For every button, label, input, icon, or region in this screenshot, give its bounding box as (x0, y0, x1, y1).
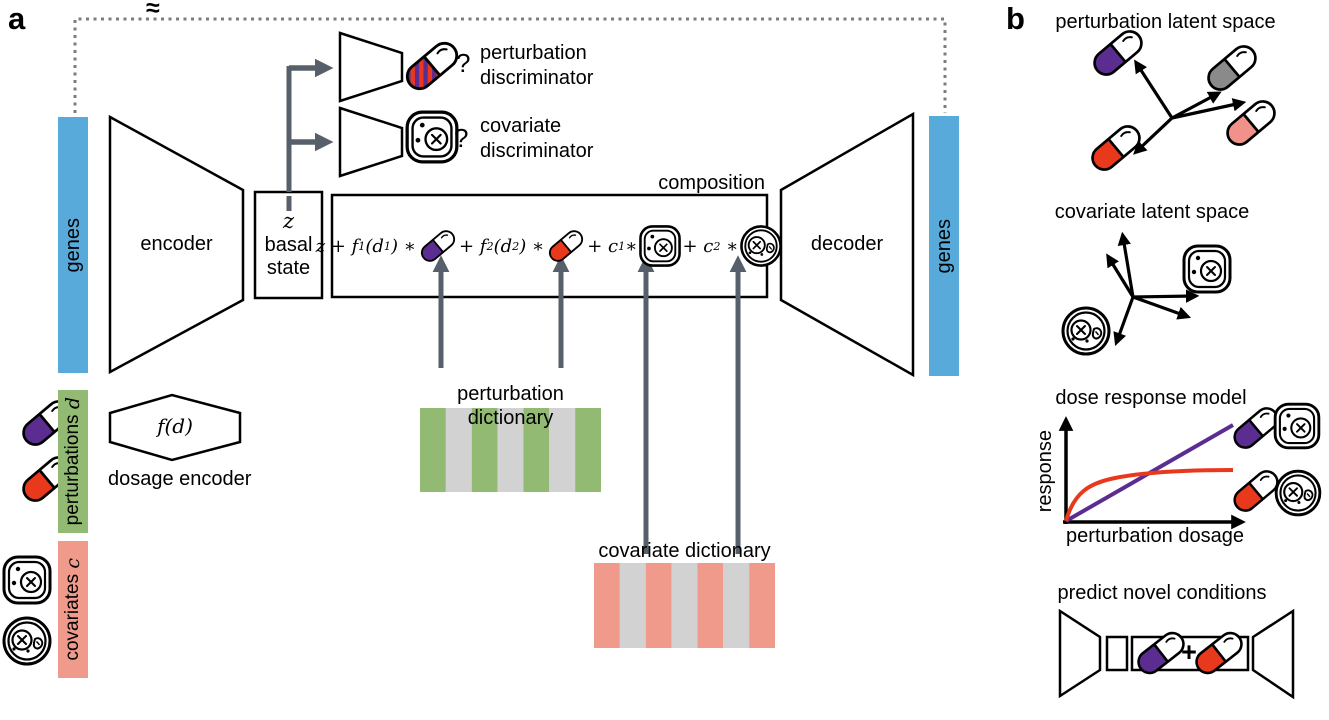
latent-to-discriminator-connector (286, 58, 334, 211)
composition-input-arrows (432, 255, 747, 554)
perturbation-discriminator-shape (338, 31, 404, 103)
perturbation-latent-space-arrows (1133, 59, 1247, 155)
square-cell-icon (1182, 244, 1232, 294)
perturbation-dictionary-matrix (420, 408, 601, 492)
pill-combination-plus: + (1181, 637, 1197, 667)
purple-pill-icon (418, 226, 458, 266)
dose-response-ylabel: response (1033, 429, 1056, 513)
saturating-dose-curve (1064, 468, 1234, 522)
perturbations-bar (58, 390, 88, 533)
dose-response-title: dose response model (1055, 387, 1247, 409)
genes-output-bar (929, 116, 959, 376)
square-cell-icon (405, 110, 459, 164)
dose-response-plot (1058, 416, 1246, 530)
square-cell-icon (2, 555, 52, 605)
reconstruction-approx-dotted-line (73, 17, 947, 113)
dose-response-xlabel: perturbation dosage (1066, 525, 1244, 547)
encoder-label: encoder (140, 233, 213, 255)
composition-label: composition (658, 172, 765, 194)
predict-novel-conditions-title: predict novel conditions (1057, 582, 1267, 604)
perturbation-discriminator-question: ? (456, 48, 471, 78)
purple-pill-icon (1088, 25, 1148, 81)
perturbation-latent-space-title: perturbation latent space (1055, 11, 1276, 33)
dosage-encoder-function: f(d) (157, 414, 193, 438)
dosage-encoder-label: dosage encoder (108, 468, 252, 490)
mini-decoder-shape (1251, 608, 1295, 700)
perturbation-discriminator-label: perturbation discriminator (480, 42, 594, 89)
square-cell-icon (639, 225, 682, 267)
covariate-latent-space-arrows (1106, 231, 1200, 347)
covariate-dictionary-label: covariate dictionary (598, 540, 771, 562)
genes-input-bar-label: genes (61, 217, 84, 273)
genes-input-bar (58, 117, 88, 373)
mini-basal-state-box (1105, 635, 1129, 672)
panel-a-label: a (8, 1, 26, 36)
z-basal-state-label: z basal state (264, 209, 313, 280)
round-cell-icon (1274, 469, 1322, 517)
approx-symbol: ≈ (146, 0, 160, 22)
square-cell-icon (1273, 402, 1321, 450)
covariate-discriminator-label: covariate discriminator (480, 115, 594, 162)
covariate-latent-space-title: covariate latent space (1054, 201, 1250, 223)
perturbation-dictionary-label: perturbation dictionary (457, 383, 564, 429)
round-cell-icon (2, 616, 52, 666)
gray-pill-icon (1202, 40, 1262, 96)
covariate-discriminator-question: ? (454, 123, 469, 153)
panel-b-label: b (1006, 1, 1025, 36)
round-cell-icon (1061, 306, 1111, 356)
decoder-shape (779, 111, 915, 378)
covariates-bar-label: covariates c (62, 558, 84, 661)
decoder-label: decoder (810, 233, 884, 255)
perturbations-bar-label: perturbations d (62, 397, 84, 526)
covariate-dictionary-matrix (594, 563, 775, 648)
mini-encoder-shape (1058, 608, 1102, 699)
composition-box (330, 193, 769, 299)
covariate-discriminator-shape (338, 106, 404, 178)
genes-output-bar-label: genes (932, 218, 955, 274)
covariates-bar (58, 541, 88, 678)
red-pill-icon (546, 226, 587, 266)
red-pill-icon (1229, 465, 1283, 517)
red-pill-icon (1086, 120, 1146, 176)
encoder-shape (108, 114, 245, 375)
round-cell-icon (740, 225, 783, 267)
striped-pill-icon (400, 36, 464, 96)
dosage-encoder-shape (108, 393, 242, 462)
